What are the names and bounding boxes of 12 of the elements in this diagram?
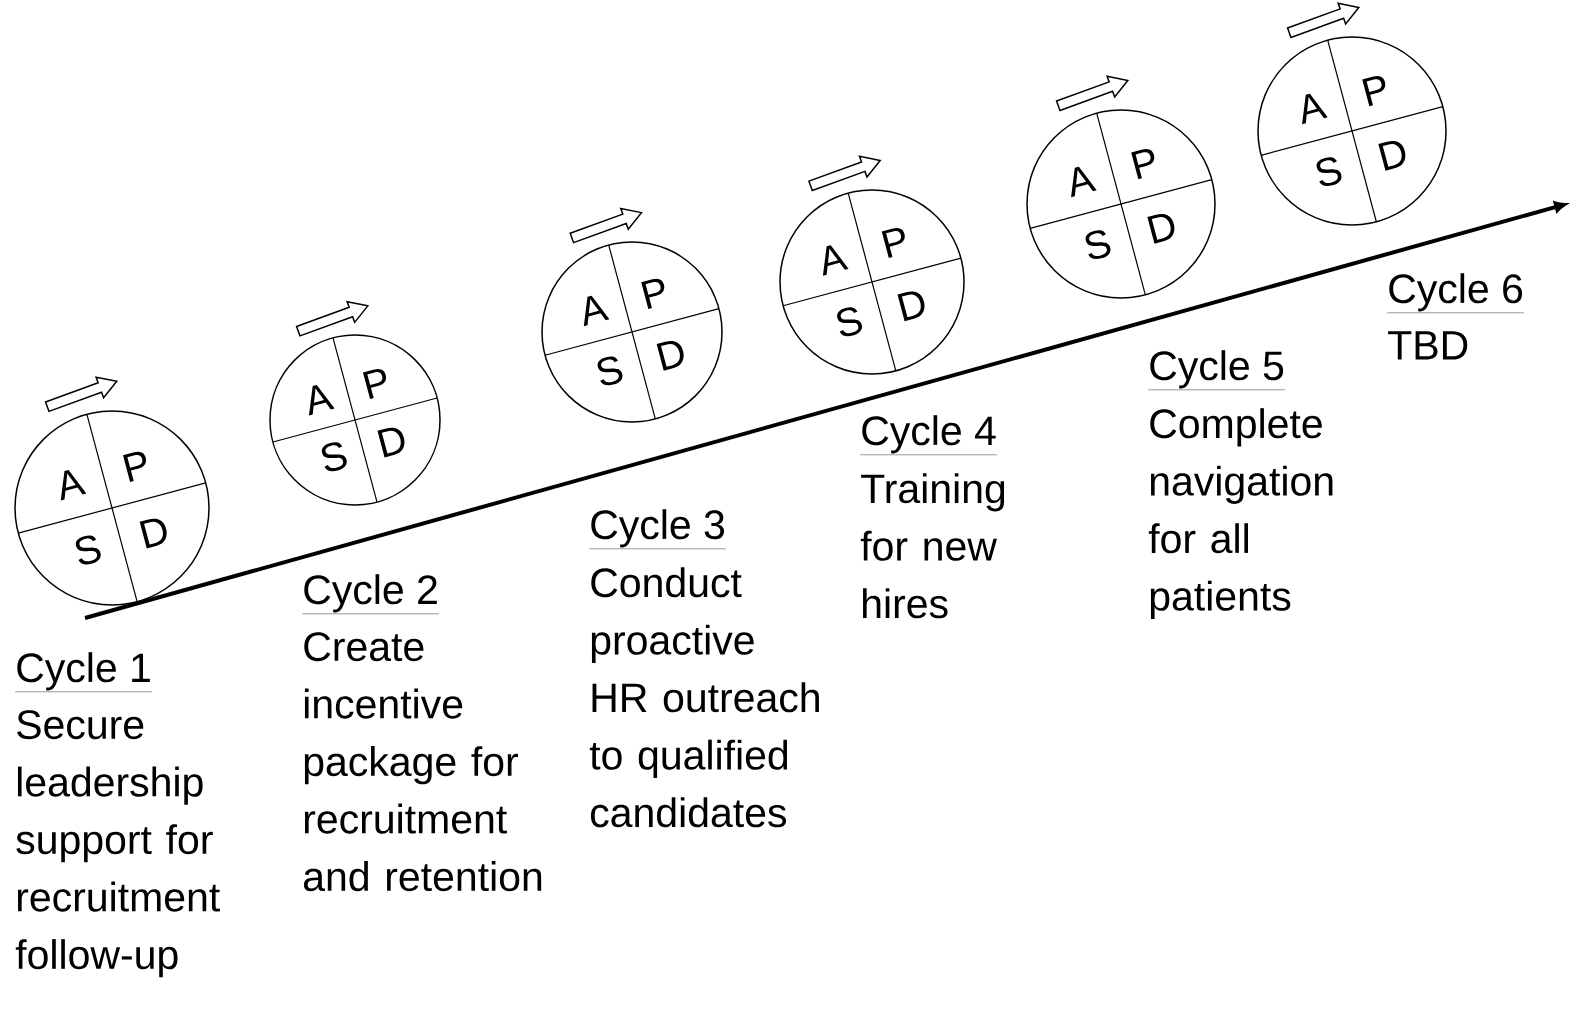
- cycle-description: Conduct proactive HR outreach to qualified candidates: [589, 567, 819, 828]
- cycle-heading: Cycle 1: [15, 652, 153, 692]
- cycle-description: Training for new hires: [860, 473, 1005, 619]
- cycle-description: TBD: [1388, 331, 1468, 360]
- cycle-heading: Cycle 3: [589, 509, 727, 549]
- cycle-description: Complete navigation for all patients: [1148, 408, 1333, 619]
- cycle-heading: Cycle 6: [1387, 273, 1525, 313]
- cycle-heading: Cycle 2: [302, 574, 440, 614]
- cycle-heading: Cycle 4: [860, 415, 998, 455]
- cycle-description: Create incentive package for recruitment and retention: [303, 632, 542, 892]
- cycle-description: Secure leadership support for recruitment follow-up: [15, 710, 220, 978]
- cycle-heading: Cycle 5: [1148, 350, 1286, 390]
